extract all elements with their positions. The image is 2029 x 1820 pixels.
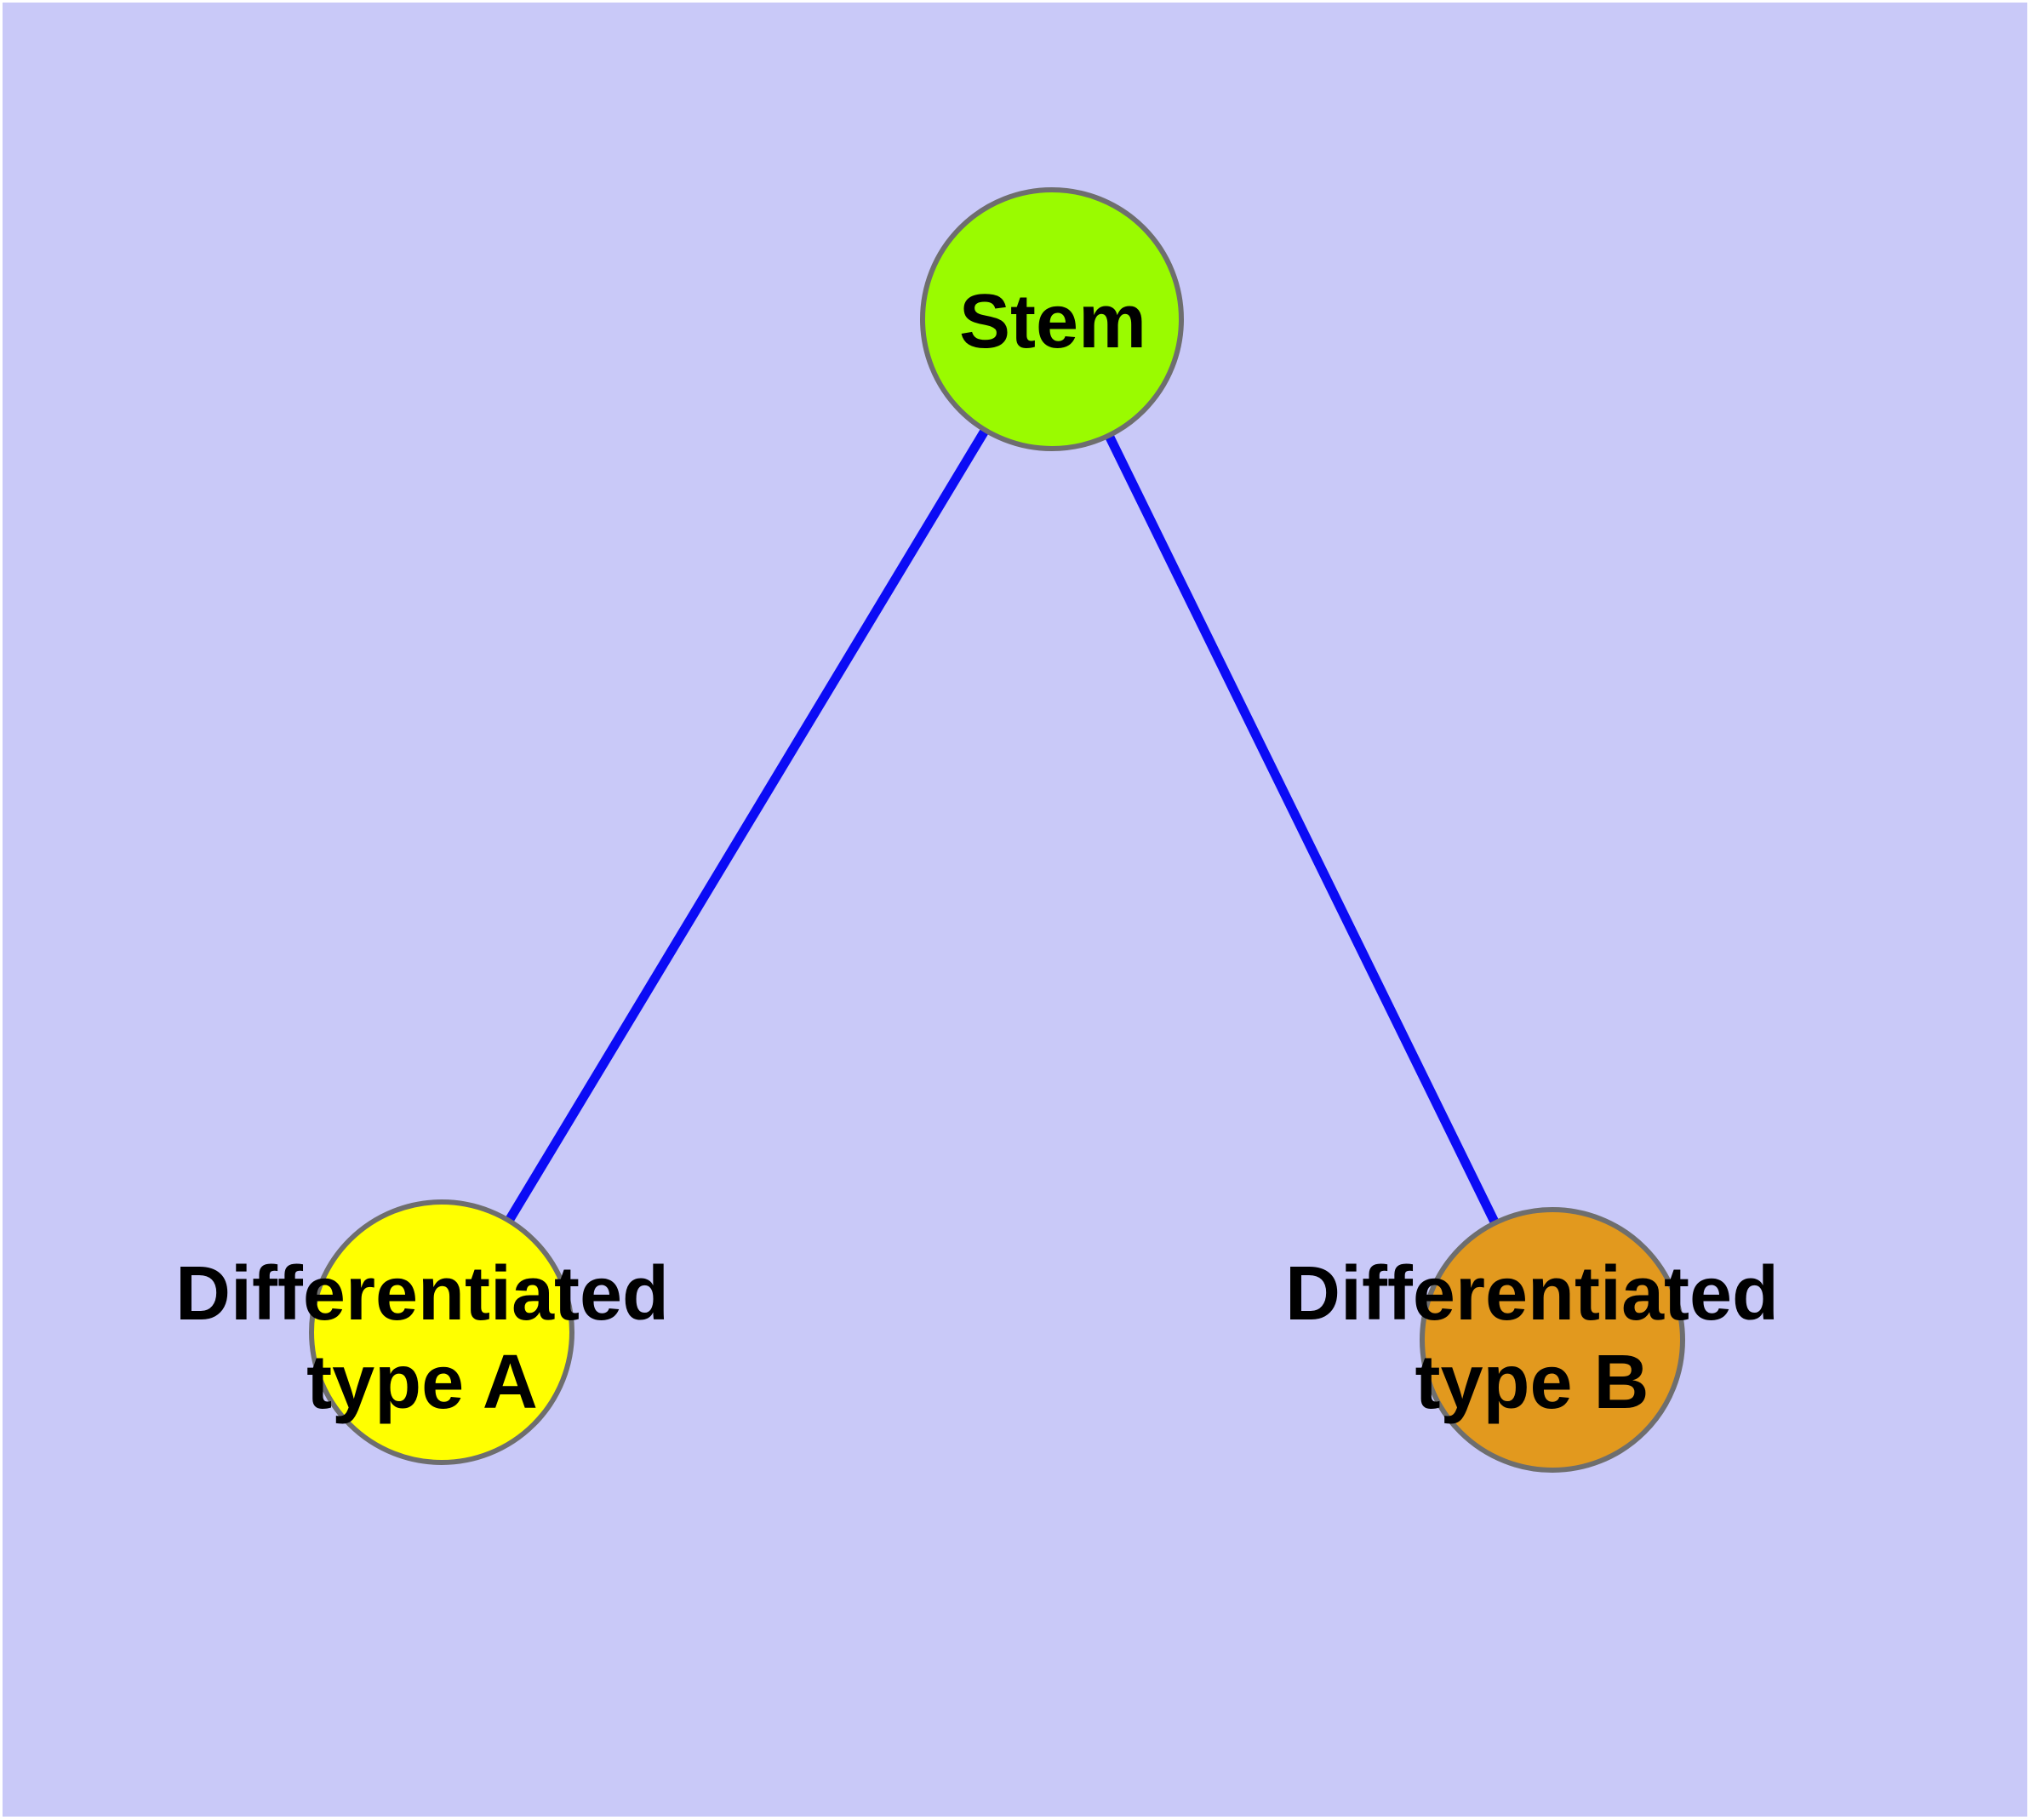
node-type-a [309, 1199, 574, 1465]
node-label-type-a-line2: type A [306, 1340, 538, 1425]
edge-stem-to-type-b [1048, 317, 1557, 1342]
node-label-stem: Stem [959, 279, 1146, 364]
node-label-type-a-line1: Differentiated [175, 1251, 669, 1336]
node-stem [920, 187, 1184, 451]
node-label-type-b-line1: Differentiated [1285, 1251, 1779, 1336]
node-type-b [1420, 1207, 1685, 1473]
node-label-type-b-line2: type B [1415, 1340, 1649, 1425]
edge-stem-to-type-a [437, 317, 1056, 1335]
